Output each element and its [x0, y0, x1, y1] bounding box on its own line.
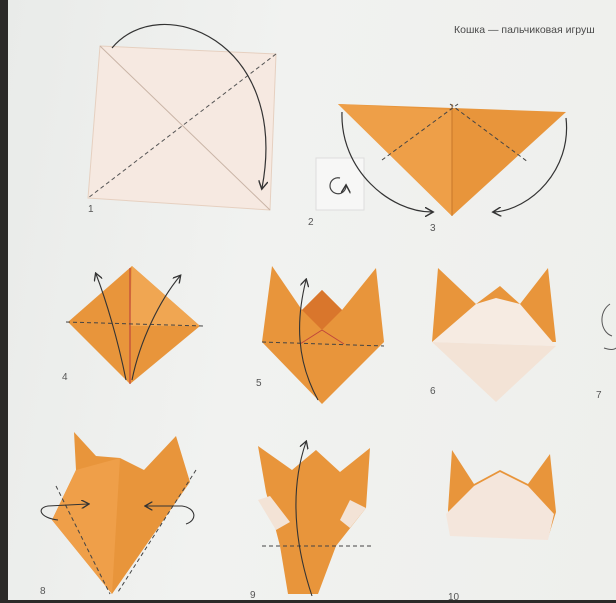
step-10-diagram	[446, 450, 556, 540]
step-number-4: 4	[62, 372, 68, 383]
step-number-9: 9	[250, 590, 256, 601]
step-9-diagram	[258, 442, 372, 597]
step-number-8: 8	[40, 586, 46, 597]
step-6-diagram	[432, 268, 556, 402]
step-3-diagram	[338, 103, 568, 216]
step-number-1: 1	[88, 204, 94, 215]
step-number-10: 10	[448, 592, 460, 603]
step-number-2: 2	[308, 217, 314, 228]
page-header-title: Кошка — пальчиковая игруш	[454, 24, 595, 36]
step-4-diagram	[65, 266, 205, 384]
step-number-3: 3	[430, 223, 436, 234]
step-number-7: 7	[596, 390, 602, 401]
step-number-6: 6	[430, 386, 436, 397]
step-number-5: 5	[256, 378, 262, 389]
step-7-diagram	[601, 303, 616, 350]
step-2-turnover-icon	[315, 157, 365, 211]
step-5-diagram	[261, 266, 385, 404]
step-1-diagram	[87, 23, 277, 211]
step-8-diagram	[40, 432, 197, 595]
